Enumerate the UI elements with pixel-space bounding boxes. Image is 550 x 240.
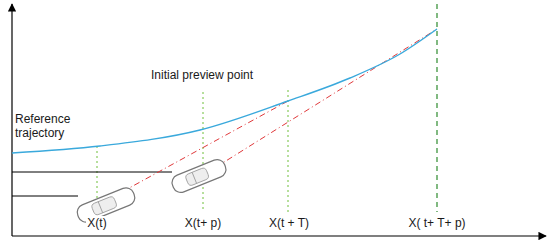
reference-curve <box>12 29 437 153</box>
annotation-label: Initial preview point <box>150 68 254 82</box>
axis-tick-label: X( t+ T+ p) <box>407 216 466 230</box>
axis-tick-label: X(t) <box>86 216 107 230</box>
car-icon <box>170 157 229 195</box>
y-axis <box>11 4 12 236</box>
time-marker-line <box>203 92 204 212</box>
time-marker-line <box>436 4 437 212</box>
annotation-label: Reference trajectory <box>14 112 88 141</box>
axis-tick-label: X(t+ p) <box>184 216 222 230</box>
time-marker-line <box>288 90 289 212</box>
axis-tick-label: X(t + T) <box>268 216 310 230</box>
preview-line <box>205 29 437 174</box>
x-axis <box>12 235 546 236</box>
offset-line <box>12 172 172 173</box>
offset-line <box>12 196 78 197</box>
